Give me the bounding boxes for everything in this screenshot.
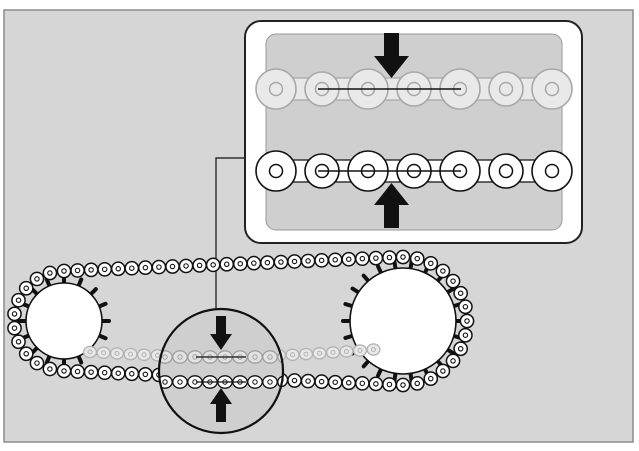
arrow-up-icon <box>210 388 232 422</box>
sprocket-icon <box>17 274 111 368</box>
leader-line <box>215 157 246 308</box>
arrow-up-icon <box>374 183 409 228</box>
arrow-down-icon <box>210 316 232 350</box>
inset-inner-panel <box>265 33 563 231</box>
arrow-down-icon <box>374 33 409 78</box>
magnifier-icon <box>157 307 285 435</box>
inset-detail <box>244 20 583 244</box>
